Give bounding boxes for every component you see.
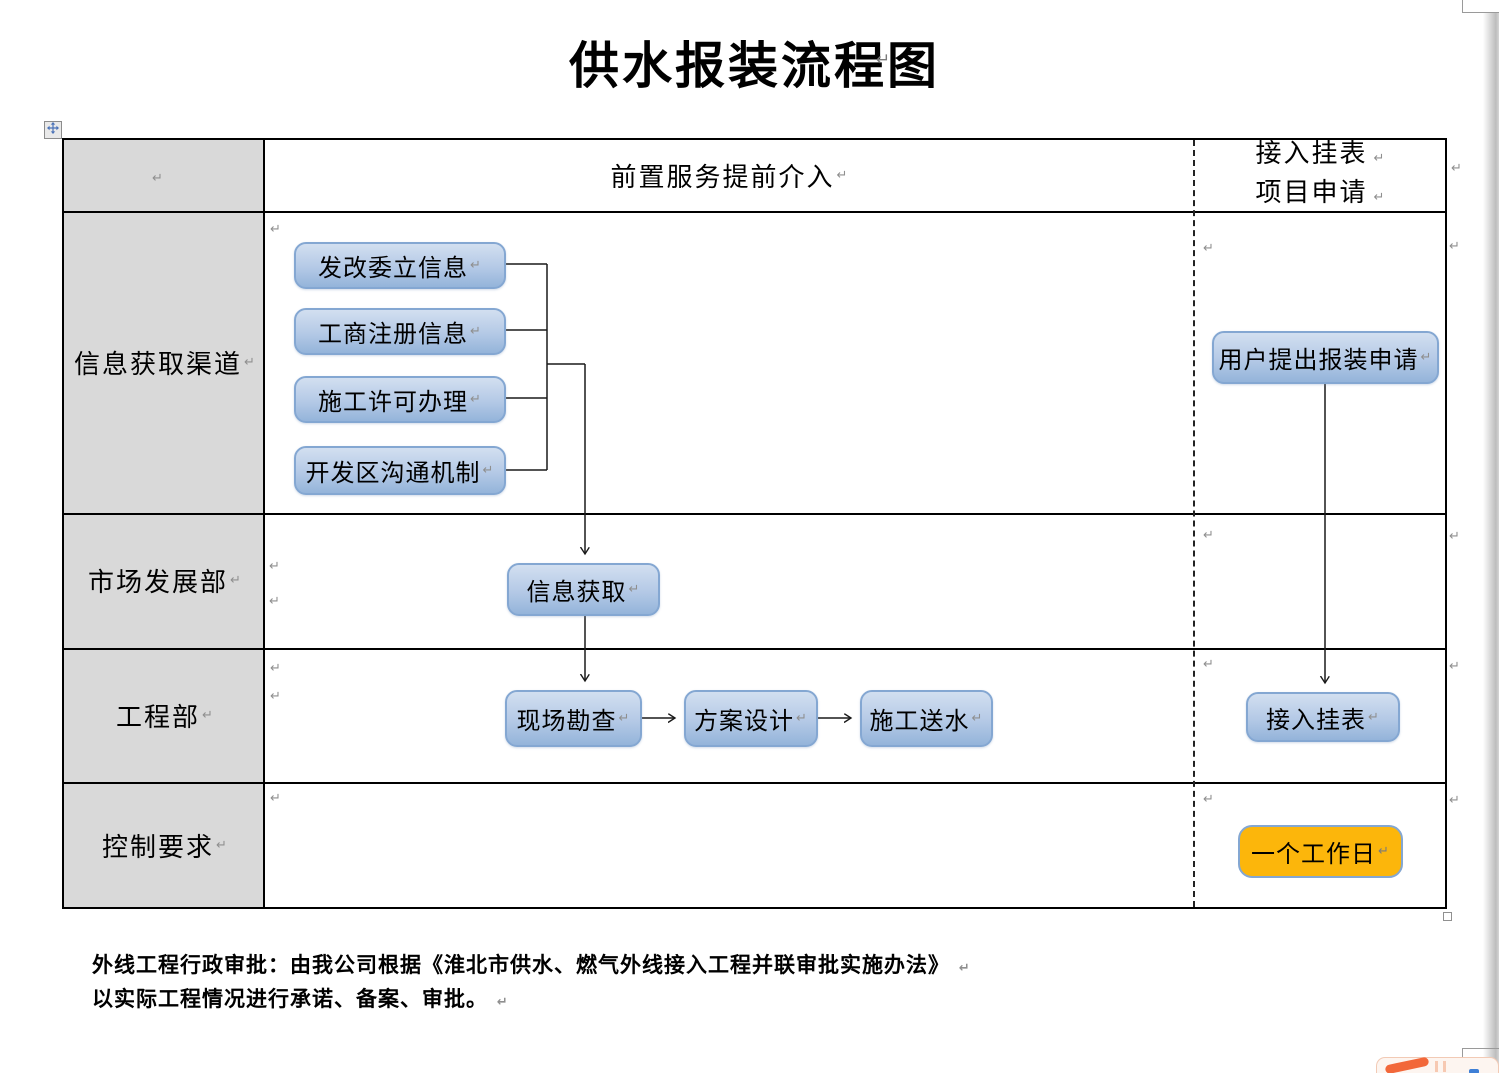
header-cell-pre-service: 前置服务提前介入 ↵ (265, 140, 1193, 211)
pilcrow-mark: ↵ (269, 559, 280, 574)
table-row-border (64, 211, 1445, 213)
node-one-workday[interactable]: 一个工作日 ↵ (1238, 825, 1403, 878)
pilcrow-mark: ↵ (496, 995, 509, 1010)
node-label: 接入挂表 (1266, 707, 1367, 734)
page-title: 供水报装流程图 (569, 38, 940, 94)
pilcrow-mark: ↵ (470, 324, 482, 339)
node-label: 一个工作日 (1251, 842, 1377, 868)
table-row-border (64, 513, 1445, 515)
table-row-border (64, 648, 1445, 650)
pilcrow-mark: ↵ (628, 582, 641, 597)
app-logo-stripe-icon (1435, 1061, 1438, 1072)
pilcrow-mark: ↵ (470, 392, 482, 407)
pilcrow-mark: ↵ (1368, 709, 1380, 725)
table-move-handle[interactable] (44, 121, 62, 139)
lane-label-engineering: 工程部 ↵ (64, 648, 265, 782)
pilcrow-mark: ↵ (1449, 529, 1460, 544)
lane-label-info-channels: 信息获取渠道 ↵ (64, 211, 265, 513)
footnote-line: 外线工程行政审批：由我公司根据《淮北市供水、燃气外线接入工程并联审批实施办法》 … (92, 950, 971, 984)
pilcrow-mark: ↵ (876, 50, 891, 70)
node-label: 信息获取 (526, 580, 627, 606)
pilcrow-mark: ↵ (470, 258, 482, 273)
node-label: 现场勘查 (516, 709, 617, 735)
header-pre-service-label: 前置服务提前介入 (610, 163, 835, 192)
pilcrow-mark: ↵ (270, 791, 281, 806)
pilcrow-mark: ↵ (216, 838, 227, 853)
node-user-apply[interactable]: 用户提出报装申请 ↵ (1212, 331, 1439, 384)
node-label: 开发区沟通机制 (305, 461, 481, 487)
pilcrow-mark: ↵ (270, 689, 281, 704)
move-icon (47, 121, 59, 139)
pilcrow-mark: ↵ (1451, 161, 1462, 176)
swimlane-table: 前置服务提前介入 ↵ 接入挂表 ↵ 项目申请 ↵ 信息获取渠道 ↵ 市场发展部 … (62, 138, 1447, 909)
pilcrow-mark: ↵ (269, 594, 280, 609)
node-site-survey[interactable]: 现场勘查 ↵ (505, 690, 642, 747)
pilcrow-mark: ↵ (1449, 239, 1460, 254)
node-label: 用户提出报装申请 (1218, 348, 1419, 374)
node-business-registration[interactable]: 工商注册信息 ↵ (294, 308, 506, 355)
node-construction-water[interactable]: 施工送水 ↵ (860, 690, 993, 747)
pilcrow-mark: ↵ (971, 711, 984, 726)
app-icon-fragment[interactable] (1376, 1056, 1499, 1073)
pilcrow-mark: ↵ (958, 961, 971, 976)
node-construction-permit[interactable]: 施工许可办理 ↵ (294, 376, 506, 423)
pilcrow-mark: ↵ (1449, 793, 1460, 808)
pilcrow-mark: ↵ (1373, 189, 1385, 205)
pilcrow-mark: ↵ (1203, 241, 1214, 256)
node-meter-connection[interactable]: 接入挂表 ↵ (1246, 692, 1400, 742)
pilcrow-mark: ↵ (270, 661, 281, 676)
lane-label-text: 工程部 (116, 702, 201, 732)
lane-label-text: 市场发展部 (88, 568, 229, 597)
node-devzone-communication[interactable]: 开发区沟通机制 ↵ (294, 446, 506, 495)
node-info-acquisition[interactable]: 信息获取 ↵ (507, 563, 660, 616)
lane-label-text: 信息获取渠道 (74, 349, 243, 379)
node-scheme-design[interactable]: 方案设计 ↵ (684, 690, 818, 747)
footnote-text-1: 外线工程行政审批：由我公司根据《淮北市供水、燃气外线接入工程并联审批实施办法》 (92, 954, 950, 977)
node-label: 工商注册信息 (318, 322, 469, 348)
lane-label-text: 控制要求 (102, 833, 215, 862)
node-label: 方案设计 (694, 709, 795, 735)
header-cell-meter-apply: 接入挂表 ↵ 项目申请 ↵ (1193, 138, 1447, 211)
pilcrow-mark: ↵ (152, 171, 163, 186)
app-logo-stripe-icon (1443, 1061, 1446, 1072)
node-label: 发改委立信息 (318, 256, 469, 282)
table-row-border (64, 782, 1445, 784)
page-edge-shadow (1483, 0, 1499, 1073)
pilcrow-mark: ↵ (796, 711, 808, 726)
pilcrow-mark: ↵ (1378, 844, 1390, 859)
pilcrow-mark: ↵ (270, 222, 281, 237)
pilcrow-mark: ↵ (836, 168, 848, 183)
lane-label-market-dev: 市场发展部 ↵ (64, 513, 265, 648)
pilcrow-mark: ↵ (1449, 659, 1460, 674)
pilcrow-mark: ↵ (482, 463, 495, 478)
app-logo-dot-icon (1469, 1069, 1479, 1073)
pilcrow-mark: ↵ (1203, 657, 1214, 672)
node-ndrc-info[interactable]: 发改委立信息 ↵ (294, 242, 506, 289)
footnote-text-2: 以实际工程情况进行承诺、备案、审批。 (92, 988, 488, 1011)
pilcrow-mark: ↵ (1203, 792, 1214, 807)
node-label: 施工许可办理 (318, 390, 469, 416)
pilcrow-mark: ↵ (1203, 528, 1214, 543)
ui-fragment-top-right (1462, 0, 1499, 13)
pilcrow-mark: ↵ (618, 711, 631, 726)
header-meter-line2: 项目申请 (1255, 177, 1368, 207)
pilcrow-mark: ↵ (230, 573, 241, 588)
pilcrow-mark: ↵ (1420, 350, 1433, 365)
pilcrow-mark: ↵ (244, 354, 255, 370)
lane-label-control: 控制要求 ↵ (64, 782, 265, 909)
header-meter-line1: 接入挂表 (1255, 138, 1368, 168)
pilcrow-mark: ↵ (1373, 150, 1385, 166)
table-resize-handle[interactable] (1443, 912, 1452, 921)
footnote: 外线工程行政审批：由我公司根据《淮北市供水、燃气外线接入工程并联审批实施办法》 … (92, 950, 971, 1018)
node-label: 施工送水 (869, 709, 970, 735)
footnote-line: 以实际工程情况进行承诺、备案、审批。 ↵ (92, 984, 971, 1018)
pilcrow-mark: ↵ (202, 707, 213, 723)
lane-label-column (64, 140, 265, 907)
dashed-divider (1193, 140, 1195, 907)
app-logo-swoosh-icon (1384, 1056, 1430, 1073)
